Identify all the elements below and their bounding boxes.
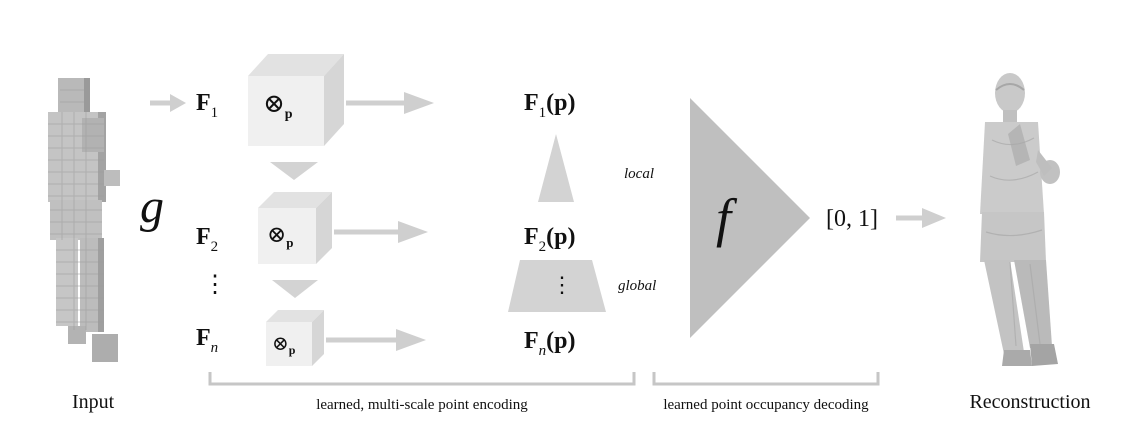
sampled-feature-2: F2(p) xyxy=(524,224,576,255)
pyramid-top xyxy=(538,134,574,202)
svg-text:⊗p: ⊗p xyxy=(267,222,294,250)
encoding-caption: learned, multi-scale point encoding xyxy=(316,397,528,413)
decoding-caption: learned point occupancy decoding xyxy=(663,397,869,413)
svg-text:⊗p: ⊗p xyxy=(272,333,296,357)
downsample-arrow-2 xyxy=(272,280,318,298)
global-label: global xyxy=(618,278,656,294)
output-range: [0, 1] xyxy=(826,206,878,232)
sampling-cube-2: ⊗p xyxy=(258,192,332,264)
pyramid-vdots: ⋮ xyxy=(551,272,573,297)
input-label: Input xyxy=(72,391,115,413)
reconstruction-label: Reconstruction xyxy=(969,391,1090,413)
local-label: local xyxy=(624,166,654,182)
cube-2-arrow xyxy=(334,221,428,243)
sampled-feature-n: Fn(p) xyxy=(524,328,576,359)
feature-label-2: F2 xyxy=(196,224,218,255)
downsample-arrow-1 xyxy=(270,162,318,180)
feature-label-n: Fn xyxy=(196,325,218,356)
cube-1-arrow xyxy=(346,92,434,114)
voxel-person-icon xyxy=(48,78,120,362)
decoding-bracket xyxy=(652,372,880,386)
pyramid-bottom xyxy=(508,260,606,312)
feature-vdots: ⋮ xyxy=(203,272,227,298)
input-arrow xyxy=(150,94,186,112)
encoder-symbol: g xyxy=(140,180,164,233)
feature-label-1: F1 xyxy=(196,90,218,121)
output-arrow xyxy=(896,208,946,228)
reconstructed-person-icon xyxy=(980,73,1060,366)
sampled-feature-1: F1(p) xyxy=(524,90,576,121)
sampling-cube-1: ⊗p xyxy=(248,54,344,146)
cube-n-arrow xyxy=(326,329,426,351)
sampling-cube-n: ⊗p xyxy=(266,310,324,366)
encoding-bracket xyxy=(208,372,636,386)
svg-text:⊗p: ⊗p xyxy=(263,89,293,122)
decoder-triangle xyxy=(690,98,810,338)
